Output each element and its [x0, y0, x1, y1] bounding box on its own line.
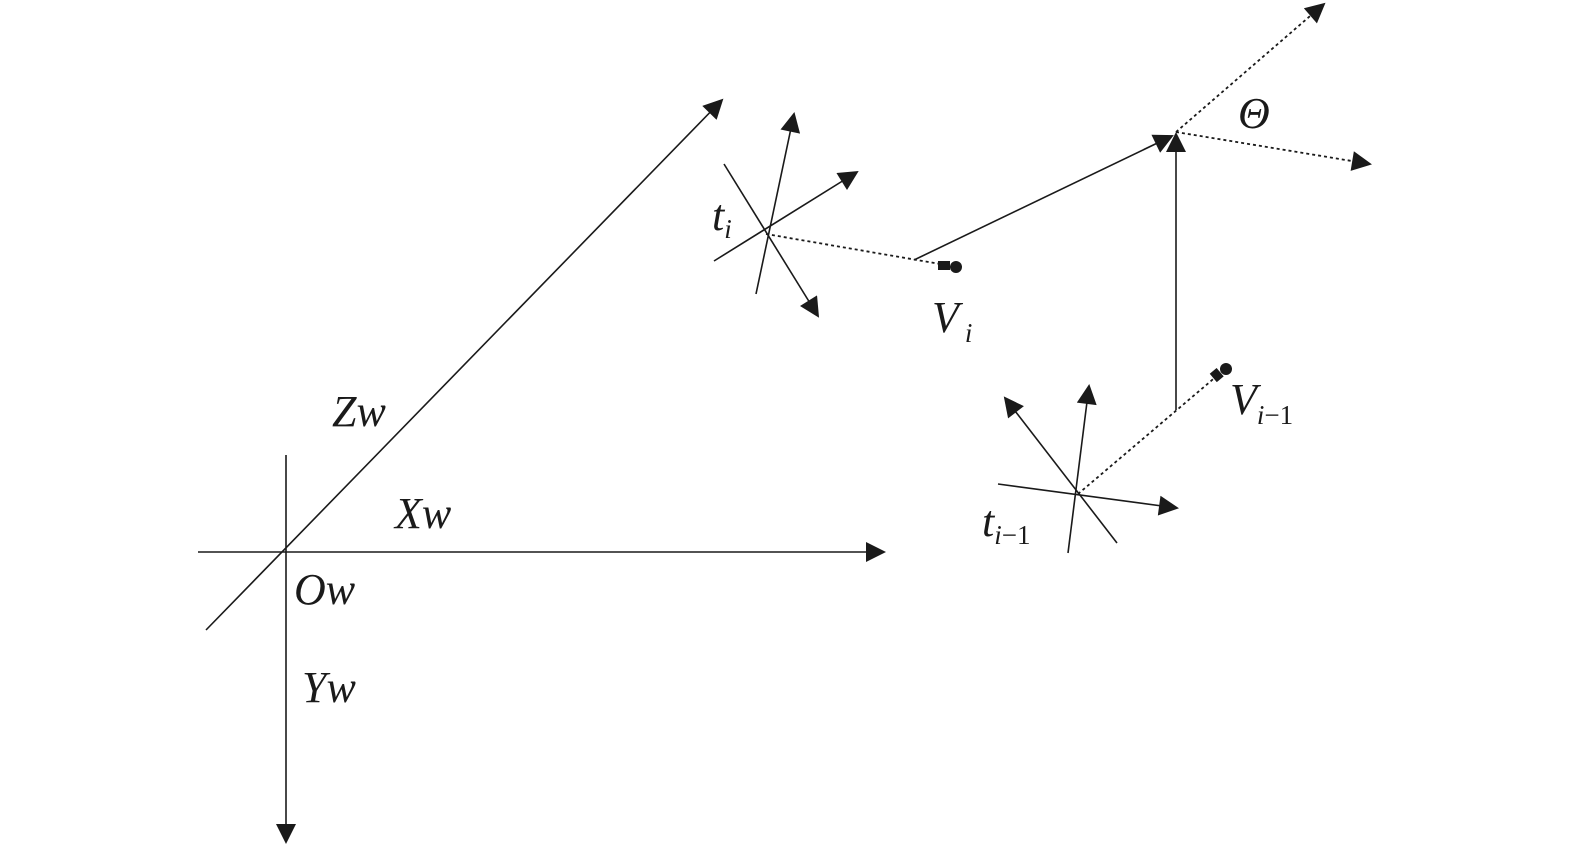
camera-i-label-sub: i — [724, 214, 732, 244]
point-i-dot-stem — [938, 261, 950, 270]
camera-i-minus-1-to-point — [1077, 374, 1219, 495]
vector-point-i-to-theta — [913, 134, 1174, 261]
z-axis-label: Zw — [332, 387, 386, 436]
origin-label: Ow — [294, 565, 356, 614]
camera-i-axis-right — [713, 170, 859, 262]
camera-i-axis-down — [723, 163, 820, 318]
theta-axis-right — [1175, 131, 1372, 171]
theta-axis-up — [1175, 2, 1326, 133]
camera-i-minus-1-label: ti−1 — [982, 497, 1030, 550]
camera-frame-i — [713, 112, 962, 318]
camera-i-minus-1-label-sub-italic: i — [994, 520, 1002, 550]
camera-i-minus-1-axis-right — [997, 483, 1179, 516]
camera-i-minus-1-label-sub-rest: −1 — [1002, 520, 1031, 550]
camera-i-minus-1-axis-up — [1067, 384, 1097, 554]
point-i-minus-1-dot-stem — [1209, 367, 1224, 383]
camera-i-minus-1-label-base: t — [982, 497, 996, 546]
point-i-minus-1-label-base: V — [1230, 375, 1262, 424]
theta-label: Θ — [1238, 89, 1270, 138]
camera-frame-i-minus-1 — [997, 363, 1232, 554]
point-i-minus-1-label-sub-rest: −1 — [1264, 400, 1293, 430]
point-i-label-sub: i — [965, 318, 973, 348]
point-i-minus-1-label-sub-italic: i — [1257, 400, 1265, 430]
camera-i-minus-1-axis-diag — [1003, 396, 1118, 544]
camera-i-to-point-i — [765, 233, 947, 266]
camera-i-label-base: t — [712, 191, 726, 240]
point-i-dot — [950, 261, 962, 273]
point-i-label-base: V — [932, 293, 964, 342]
point-i-minus-1-label: Vi−1 — [1230, 375, 1293, 430]
z-axis-line — [205, 98, 724, 631]
y-axis-label: Yw — [302, 663, 356, 712]
world-frame — [198, 98, 886, 844]
camera-i-label: ti — [712, 191, 732, 244]
x-axis-label: Xw — [393, 489, 452, 538]
point-i-minus-1-dot — [1220, 363, 1232, 375]
relation-vectors — [913, 2, 1372, 410]
camera-i-axis-up — [755, 112, 801, 295]
